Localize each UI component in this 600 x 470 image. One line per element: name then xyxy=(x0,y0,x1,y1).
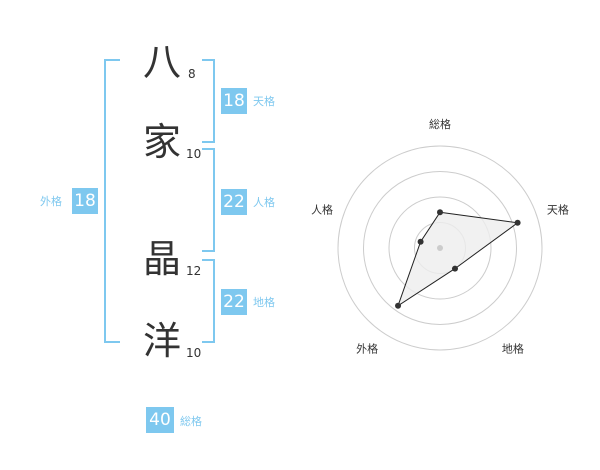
radar-axis-label: 人格 xyxy=(311,203,333,217)
tenkaku-bracket xyxy=(202,59,215,143)
tenkaku-value: 18 xyxy=(221,88,247,114)
jinkaku-value: 22 xyxy=(221,189,247,215)
radar-point xyxy=(514,219,521,226)
radar-axis-label: 外格 xyxy=(356,341,378,355)
stroke-count-4: 10 xyxy=(186,346,202,360)
radar-ring xyxy=(388,196,492,300)
name-char-4: 洋 xyxy=(143,319,182,363)
chikaku-label: 地格 xyxy=(253,296,275,309)
soukaku-label: 総格 xyxy=(180,415,202,428)
tenkaku-label: 天格 xyxy=(253,95,275,108)
stroke-count-3: 12 xyxy=(186,264,202,278)
radar-ring xyxy=(363,171,517,325)
chikaku-value: 22 xyxy=(221,289,247,315)
radar-point xyxy=(417,238,424,245)
stroke-count-2: 10 xyxy=(186,147,202,161)
radar-axis-label: 地格 xyxy=(502,341,524,355)
radar-point xyxy=(395,302,402,309)
gaikaku-label: 外格 xyxy=(40,195,62,208)
soukaku-value: 40 xyxy=(146,407,174,433)
gaikaku-value: 18 xyxy=(72,188,98,214)
stroke-count-1: 8 xyxy=(188,67,196,81)
radar-ring xyxy=(337,145,543,351)
chikaku-bracket xyxy=(202,259,215,343)
radar-axis-label: 総格 xyxy=(429,117,451,131)
radar-center-dot xyxy=(437,245,443,251)
radar-point xyxy=(451,265,458,272)
radar-axis-label: 天格 xyxy=(547,203,569,217)
radar-point xyxy=(437,209,443,216)
gaikaku-bracket xyxy=(104,59,120,343)
jinkaku-bracket xyxy=(202,148,215,252)
name-char-2: 家 xyxy=(143,120,182,164)
radar-area xyxy=(397,211,519,308)
name-char-1: 八 xyxy=(143,40,182,84)
jinkaku-label: 人格 xyxy=(253,196,275,209)
name-char-3: 晶 xyxy=(143,237,182,281)
